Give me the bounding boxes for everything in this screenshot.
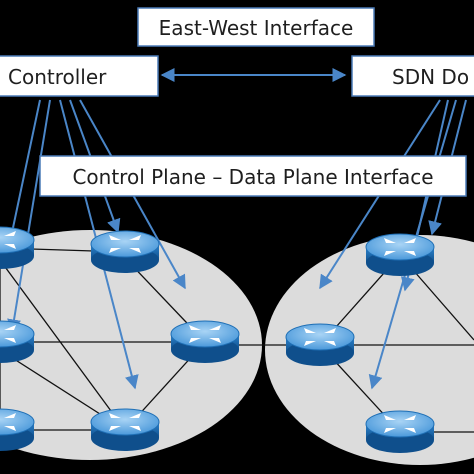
- controller-left-label: Controller: [0, 55, 159, 97]
- controller-right-label: SDN Do: [351, 55, 474, 97]
- svg-text:East-West Interface: East-West Interface: [159, 16, 354, 40]
- right-data-plane: [265, 235, 474, 465]
- router-icon: [285, 323, 355, 367]
- router-icon: [170, 320, 240, 364]
- router-icon: [90, 230, 160, 274]
- svg-text:Controller: Controller: [8, 65, 107, 89]
- left-data-plane: [0, 230, 262, 460]
- router-icon: [0, 226, 35, 270]
- control-data-plane-interface-label: Control Plane – Data Plane Interface: [39, 155, 467, 197]
- router-icon: [365, 233, 435, 277]
- router-icon: [0, 320, 35, 364]
- router-icon: [365, 410, 435, 454]
- router-icon: [0, 408, 35, 452]
- east-west-interface-label: East-West Interface: [137, 7, 375, 47]
- svg-text:Control Plane – Data Plane Int: Control Plane – Data Plane Interface: [72, 165, 433, 189]
- router-icon: [90, 408, 160, 452]
- svg-text:SDN Do: SDN Do: [392, 65, 469, 89]
